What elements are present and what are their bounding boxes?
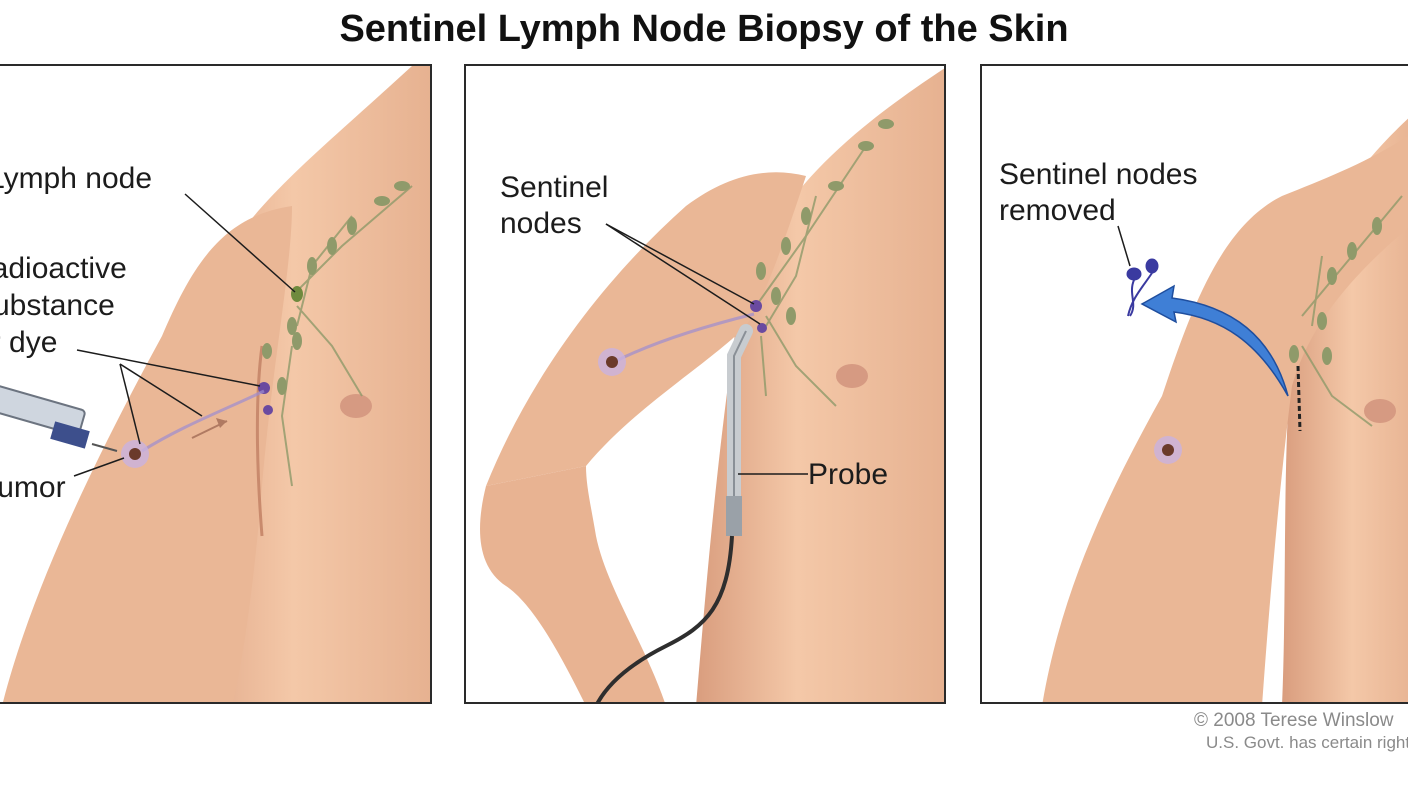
panel-probe: Sentinel nodes Probe — [464, 64, 946, 704]
label-removed-2: removed — [999, 194, 1116, 227]
label-sentinel-1: Sentinel — [500, 171, 609, 204]
label-substance-1: Radioactive — [0, 252, 127, 285]
injection-illustration — [0, 66, 430, 702]
label-substance-2: substance — [0, 289, 115, 322]
credit-line-1: © 2008 Terese Winslow — [1194, 710, 1394, 731]
label-lymph-node: Lymph node — [0, 162, 153, 195]
sentinel-node — [750, 300, 762, 312]
torso — [696, 68, 944, 702]
nipple — [1364, 399, 1396, 423]
credit-line-2: U.S. Govt. has certain rights — [1206, 733, 1408, 752]
lymph-node-cluster — [756, 119, 894, 325]
removal-illustration — [1042, 118, 1408, 702]
panel-removal: Sentinel nodes removed — [980, 64, 1408, 704]
syringe — [0, 379, 118, 452]
label-sentinel-2: nodes — [500, 207, 582, 240]
probe-illustration — [480, 68, 944, 702]
upper-arm — [486, 172, 806, 486]
forearm — [480, 466, 665, 702]
panel-injection: Lymph node Radioactive substance or dye … — [0, 64, 432, 704]
lymph-node-cluster — [262, 181, 410, 395]
arm — [1042, 135, 1408, 702]
figure-title: Sentinel Lymph Node Biopsy of the Skin — [339, 8, 1069, 50]
incision-line — [1296, 365, 1302, 432]
nipple — [836, 364, 868, 388]
nipple — [340, 394, 372, 418]
label-tumor: Tumor — [0, 471, 66, 504]
label-substance-3: or dye — [0, 326, 58, 359]
label-probe: Probe — [808, 458, 889, 491]
probe-device — [595, 324, 753, 702]
removed-nodes — [1126, 258, 1159, 317]
label-removed-1: Sentinel nodes — [999, 158, 1198, 191]
lymph-node-cluster — [1289, 217, 1382, 365]
removal-arrow — [1140, 284, 1289, 397]
